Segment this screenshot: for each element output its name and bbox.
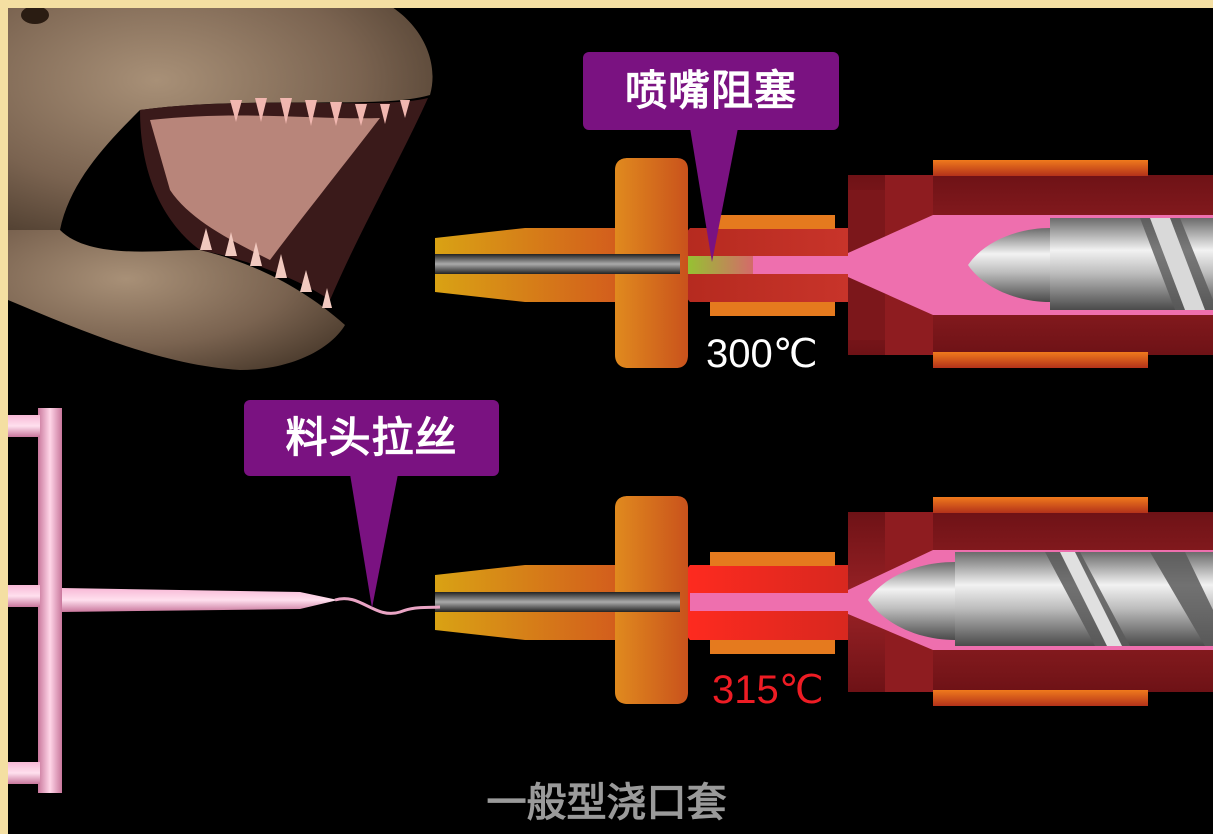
callout-pointer-bottom — [350, 474, 398, 608]
temperature-top: 300℃ — [706, 332, 818, 376]
callout-nozzle-clog: 喷嘴阻塞 — [583, 52, 839, 130]
top-assembly — [435, 158, 1213, 368]
bottom-assembly — [8, 408, 1213, 793]
dinosaur-icon — [8, 0, 433, 370]
heater-band-top — [933, 160, 1148, 176]
callout-stringing: 料头拉丝 — [244, 400, 499, 476]
screw-icon — [968, 218, 1213, 310]
callout-pointer-top — [690, 128, 738, 262]
sprue-icon — [8, 408, 441, 793]
caption: 一般型浇口套 — [486, 780, 727, 826]
clog-indicator — [678, 256, 753, 274]
temperature-bottom: 315℃ — [712, 668, 824, 712]
screw-icon-bottom — [868, 552, 1213, 646]
heater-band-bottom — [933, 352, 1148, 368]
